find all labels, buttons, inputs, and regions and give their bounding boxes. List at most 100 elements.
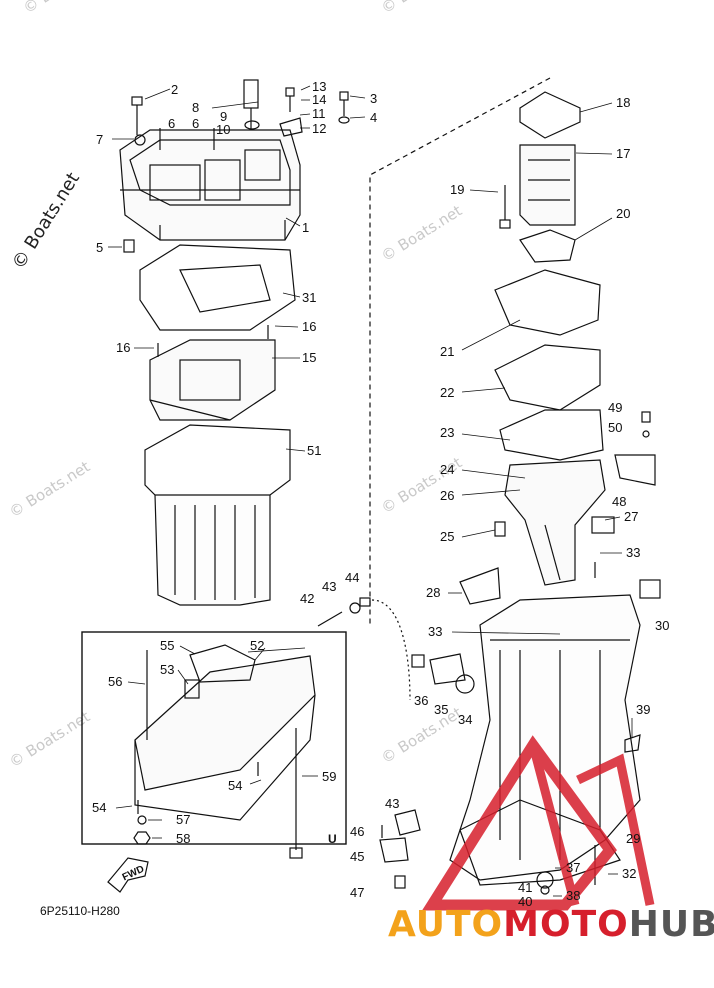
callout-14: 14 (312, 92, 326, 107)
callout-39: 39 (636, 702, 650, 717)
grommet-34 (455, 674, 475, 694)
bolt-13 (285, 87, 295, 112)
plate-15 (149, 339, 276, 421)
callout-50: 50 (608, 420, 622, 435)
bracket-45 (379, 837, 409, 863)
callout-26: 26 (440, 488, 454, 503)
callout-48: 48 (612, 494, 626, 509)
brand-part-hub: HUB (628, 904, 714, 945)
callout-51: 51 (307, 443, 321, 458)
washer-43 (349, 602, 361, 614)
screw-42 (317, 611, 343, 627)
gasket-18 (519, 91, 581, 139)
callout-21: 21 (440, 344, 454, 359)
callout-41: 41 (518, 880, 532, 895)
bolt-19 (499, 185, 511, 229)
clip-43 (394, 809, 421, 836)
callout-44: 44 (345, 570, 359, 585)
callout-6: 6 (168, 116, 175, 131)
bolt-5 (123, 239, 135, 253)
callout-40: 40 (518, 894, 532, 909)
callout-22: 22 (440, 385, 454, 400)
callout-57: 57 (176, 812, 190, 827)
hose-line (371, 599, 411, 701)
separator-line (369, 77, 551, 625)
callout-35: 35 (434, 702, 448, 717)
callout-58: 58 (176, 831, 190, 846)
callout-18: 18 (616, 95, 630, 110)
pin-6 (159, 128, 215, 150)
callout-55: 55 (160, 638, 174, 653)
fwd-arrow-icon (107, 857, 149, 893)
callout-36: 36 (414, 693, 428, 708)
lower-cover-outline (154, 494, 271, 606)
callout-2: 2 (171, 82, 178, 97)
callout-15: 15 (302, 350, 316, 365)
gasket-20 (519, 229, 576, 263)
nut-58 (133, 831, 151, 845)
callout-3: 3 (370, 91, 377, 106)
callout-45: 45 (350, 849, 364, 864)
gasket-22 (494, 344, 601, 411)
callout-7: 7 (96, 132, 103, 147)
callout-1: 1 (302, 220, 309, 235)
callout-16: 16 (302, 319, 316, 334)
callout-49: 49 (608, 400, 622, 415)
cap-44 (359, 597, 371, 607)
bracket-35 (429, 653, 466, 685)
inset-mark: U (328, 832, 337, 846)
callout-16: 16 (116, 340, 130, 355)
callout-24: 24 (440, 462, 454, 477)
bolt-25 (494, 521, 506, 537)
callout-43: 43 (385, 796, 399, 811)
bracket-30 (639, 579, 661, 599)
gasket-55 (189, 644, 256, 683)
bolt-36 (411, 654, 425, 668)
nut-38 (540, 885, 550, 895)
washer-37 (536, 871, 554, 889)
gasket-23 (499, 409, 604, 461)
bushing-53 (184, 679, 200, 699)
bolt-2 (131, 96, 143, 135)
exhaust-manifold-24 (504, 459, 606, 586)
clamp-11 (279, 117, 303, 137)
callout-33: 33 (428, 624, 442, 639)
callout-27: 27 (624, 509, 638, 524)
plug-39 (624, 734, 641, 753)
bolt-49 (641, 411, 651, 423)
oil-pan-52 (134, 655, 316, 821)
callout-25: 25 (440, 529, 454, 544)
callout-6: 6 (192, 116, 199, 131)
inset-box (81, 631, 347, 845)
bolt-3 (339, 91, 349, 116)
callout-54: 54 (92, 800, 106, 815)
callout-13: 13 (312, 79, 326, 94)
callout-12: 12 (312, 121, 326, 136)
callout-9: 9 (220, 109, 227, 124)
callout-52: 52 (250, 638, 264, 653)
callout-33: 33 (626, 545, 640, 560)
callout-46: 46 (350, 824, 364, 839)
callout-59: 59 (322, 769, 336, 784)
callout-10: 10 (216, 122, 230, 137)
callout-43: 43 (322, 579, 336, 594)
callout-19: 19 (450, 182, 464, 197)
callout-4: 4 (370, 110, 377, 125)
brand-part-moto: MOTO (503, 904, 629, 945)
seal-28 (459, 567, 501, 605)
callout-42: 42 (300, 591, 314, 606)
brand-part-auto: AUTO (388, 904, 504, 945)
callout-28: 28 (426, 585, 440, 600)
callout-29: 29 (626, 831, 640, 846)
gasket-31 (139, 244, 296, 331)
gasket-21 (494, 269, 601, 336)
callout-56: 56 (108, 674, 122, 689)
callout-54: 54 (228, 778, 242, 793)
callout-38: 38 (566, 888, 580, 903)
exhaust-guide-17 (519, 144, 576, 226)
callout-17: 17 (616, 146, 630, 161)
automotohub-logo-accent (576, 753, 655, 906)
callout-23: 23 (440, 425, 454, 440)
